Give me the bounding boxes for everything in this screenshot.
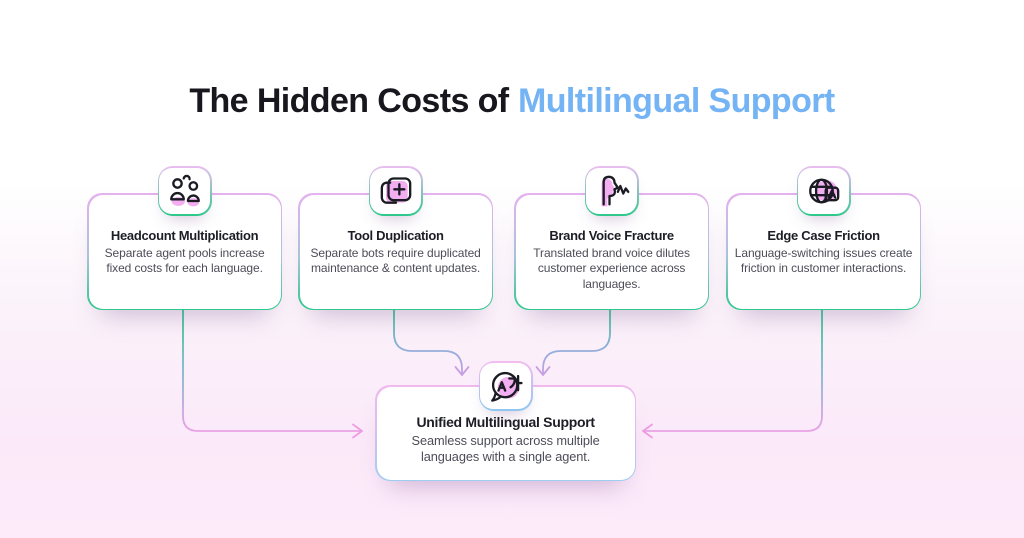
card-headcount-multiplication: Headcount Multiplication Separate agent …: [87, 166, 283, 311]
title-highlight: Multilingual Support: [518, 82, 835, 120]
card-icon-badge: [584, 166, 639, 216]
card-heading: Unified Multilingual Support: [416, 413, 595, 430]
connector-card3-to-center: [542, 305, 611, 374]
connector-card2-to-center: [393, 305, 463, 374]
card-body: Separate agent pools increase fixed cost…: [104, 245, 265, 276]
globe-language-icon: [808, 178, 839, 204]
card-heading: Headcount Multiplication: [110, 227, 259, 243]
title-prefix: The Hidden Costs of: [189, 82, 509, 120]
card-heading: Tool Duplication: [347, 227, 444, 243]
card-body: Language-switching issues create frictio…: [734, 245, 913, 276]
card-brand-voice-fracture: Brand Voice Fracture Translated brand vo…: [514, 166, 710, 311]
card-icon-badge: [796, 166, 851, 216]
card-edge-case-friction: Edge Case Friction Language-switching is…: [726, 166, 922, 311]
people-group-icon: [169, 174, 200, 207]
connector-card4-to-center: [643, 305, 823, 432]
arrow-right-icon: [352, 423, 363, 439]
arrow-down-icon: [535, 366, 551, 376]
translate-bubble-icon: [490, 371, 523, 402]
arrow-left-icon: [642, 423, 653, 439]
card-heading: Brand Voice Fracture: [549, 227, 674, 243]
card-body: Seamless support across multiple languag…: [411, 432, 600, 465]
card-tool-duplication: Tool Duplication Separate bots require d…: [298, 166, 494, 311]
arrow-down-icon: [454, 366, 470, 376]
copy-plus-icon: [380, 177, 411, 204]
card-heading: Edge Case Friction: [767, 227, 880, 243]
connector-card1-to-center: [182, 305, 362, 432]
voice-wave-icon: [601, 175, 630, 207]
card-icon-badge: [157, 166, 212, 216]
card-unified-multilingual-support: Unified Multilingual Support Seamless su…: [375, 361, 637, 482]
card-body: Separate bots require duplicated mainten…: [310, 245, 481, 276]
card-icon-badge: [368, 166, 423, 216]
card-icon-badge: [478, 361, 533, 411]
card-body: Translated brand voice dilutes customer …: [533, 245, 690, 291]
